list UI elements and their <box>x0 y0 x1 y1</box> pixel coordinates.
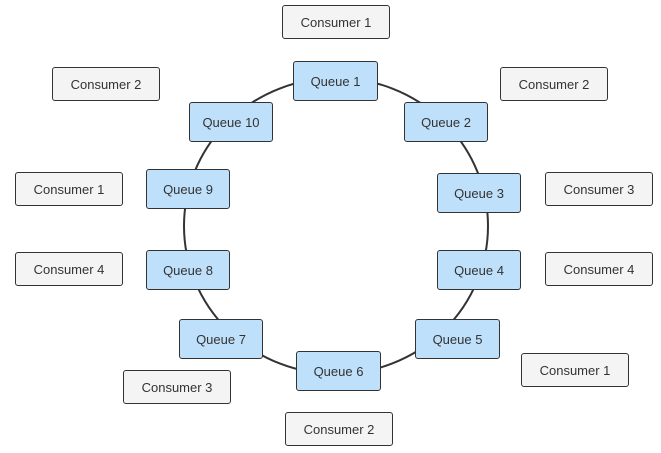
consumer-right-upper[interactable]: Consumer 3 <box>545 172 653 206</box>
queue-2[interactable]: Queue 2 <box>404 102 488 142</box>
consumer-bottom[interactable]: Consumer 2 <box>285 412 393 446</box>
consumer-top-left[interactable]: Consumer 2 <box>52 67 160 101</box>
consumer-left-lower[interactable]: Consumer 4 <box>15 252 123 286</box>
queue-4[interactable]: Queue 4 <box>437 250 521 290</box>
queue-3[interactable]: Queue 3 <box>437 173 521 213</box>
consumer-bottom-left[interactable]: Consumer 3 <box>123 370 231 404</box>
consumer-bottom-right[interactable]: Consumer 1 <box>521 353 629 387</box>
queue-9[interactable]: Queue 9 <box>146 169 230 209</box>
queue-7[interactable]: Queue 7 <box>179 319 263 359</box>
consumer-top[interactable]: Consumer 1 <box>282 5 390 39</box>
queue-5[interactable]: Queue 5 <box>415 319 500 359</box>
queue-8[interactable]: Queue 8 <box>146 250 230 290</box>
queue-6[interactable]: Queue 6 <box>296 351 381 391</box>
queue-1[interactable]: Queue 1 <box>293 61 378 101</box>
queue-10[interactable]: Queue 10 <box>189 102 273 142</box>
consumer-top-right[interactable]: Consumer 2 <box>500 67 608 101</box>
consumer-right-lower[interactable]: Consumer 4 <box>545 252 653 286</box>
consumer-left-upper[interactable]: Consumer 1 <box>15 172 123 206</box>
